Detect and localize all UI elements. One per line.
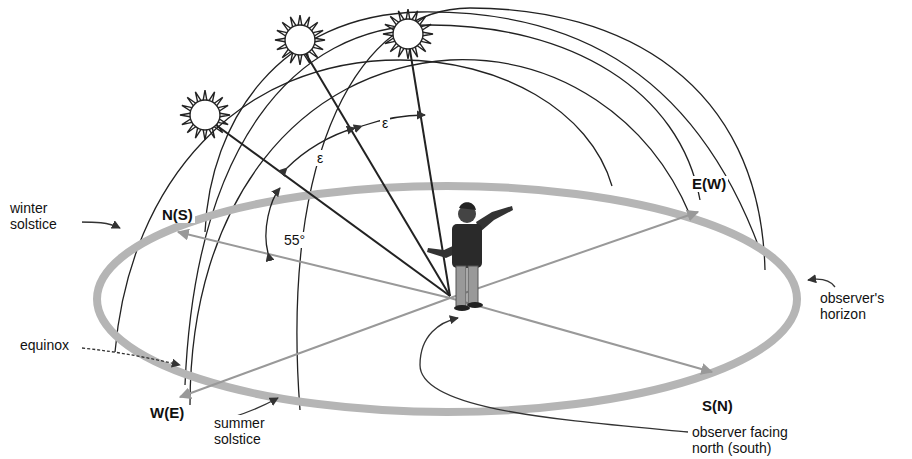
direction-label: S(N) <box>700 398 735 414</box>
angle-label: ε <box>380 115 390 131</box>
sun-symbol <box>285 25 315 55</box>
angle-label: ε <box>315 150 325 166</box>
observer-label: observer facing north (south) <box>690 424 804 456</box>
sun-symbol <box>393 19 423 49</box>
season-label: winter solstice <box>8 200 82 232</box>
observer-figure <box>427 202 513 311</box>
season-label: equinox <box>18 337 71 353</box>
horizon-label: observer's horizon <box>818 290 902 322</box>
season-label: summer solstice <box>212 415 291 447</box>
direction-label: W(E) <box>148 405 186 421</box>
sun-symbol <box>190 100 220 130</box>
angle-label: 55° <box>282 232 307 248</box>
direction-label: E(W) <box>690 176 728 192</box>
direction-label: N(S) <box>160 207 195 223</box>
